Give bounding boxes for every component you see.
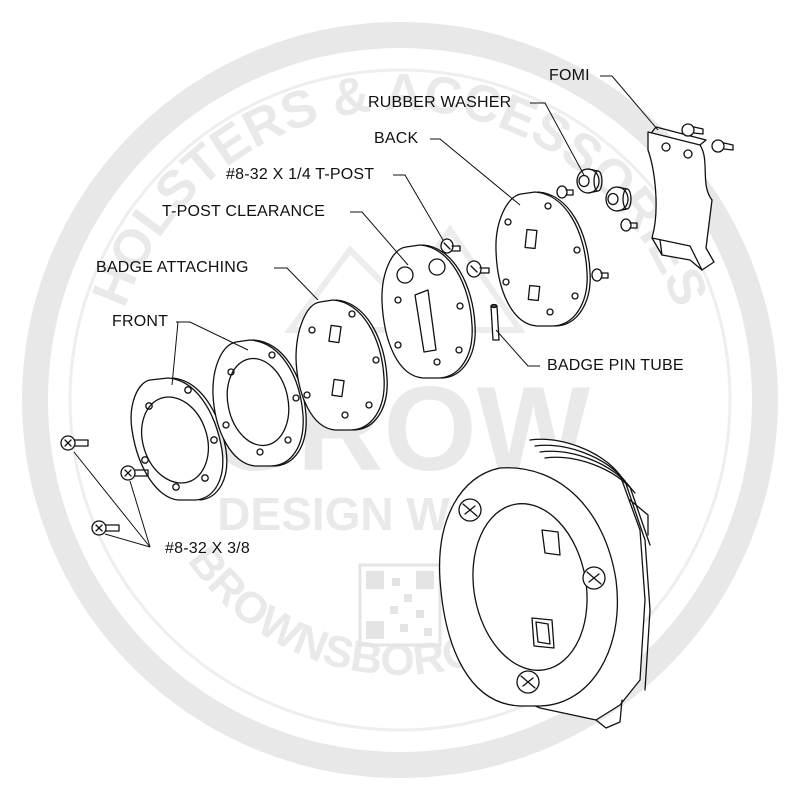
leader-t-post-clearance: [350, 211, 409, 266]
front-plate: [130, 377, 228, 501]
t-post-screw-2: [466, 260, 490, 278]
leader-front-ring: [176, 321, 249, 351]
assembled-mount: [438, 438, 651, 729]
label-fomi: FOMI: [549, 67, 590, 84]
leader-screw-1: [73, 451, 151, 548]
leader-lines: [73, 75, 659, 548]
fomi-screw-1: [681, 123, 704, 137]
badge-pin-tube: [490, 303, 500, 341]
label-t-post: #8-32 X 1/4 T-POST: [226, 166, 375, 183]
leader-badge-attaching: [274, 267, 319, 301]
watermark-ring: [22, 22, 778, 778]
label-t-post-clearance: T-POST CLEARANCE: [162, 203, 325, 220]
label-badge-pin-tube: BADGE PIN TUBE: [547, 357, 684, 374]
t-post-screw-1: [440, 238, 461, 254]
back-plate: [495, 191, 591, 327]
watermark-inner-ring: [68, 68, 732, 732]
label-front: FRONT: [112, 313, 169, 330]
back-post-2: [620, 218, 638, 232]
leader-back: [430, 138, 521, 206]
mount-screw-top-left: [458, 498, 482, 522]
screw-8-32-1: [60, 435, 89, 451]
fomi-clip: [647, 126, 715, 271]
rubber-washer-1: [576, 168, 603, 194]
leader-screw-3: [104, 533, 151, 548]
label-rubber-washer: RUBBER WASHER: [368, 94, 512, 111]
leader-screw-2: [129, 480, 151, 548]
mount-screw-bottom: [516, 670, 540, 694]
badge-attaching-plate: [295, 299, 388, 431]
t-post-clearance-plate: [381, 244, 476, 379]
screw-8-32-2: [120, 465, 149, 481]
leader-rubber-washer: [530, 102, 585, 176]
label-screw-spec: #8-32 X 3/8: [165, 540, 250, 557]
middle-ring-plate: [212, 339, 307, 467]
leader-fomi: [600, 75, 659, 131]
leader-badge-pin-tube: [495, 329, 540, 367]
back-post-1: [556, 185, 574, 199]
fomi-screw-2: [711, 139, 734, 153]
watermark-qr-code: [358, 563, 442, 647]
leader-t-post: [393, 174, 444, 241]
mount-screw-right: [582, 566, 606, 590]
leader-front-plate: [171, 321, 179, 386]
back-post-3: [591, 268, 609, 282]
label-back: BACK: [374, 130, 419, 147]
screw-8-32-3: [91, 520, 120, 536]
rubber-washer-2: [605, 186, 632, 212]
label-badge-attaching: BADGE ATTACHING: [96, 259, 249, 276]
